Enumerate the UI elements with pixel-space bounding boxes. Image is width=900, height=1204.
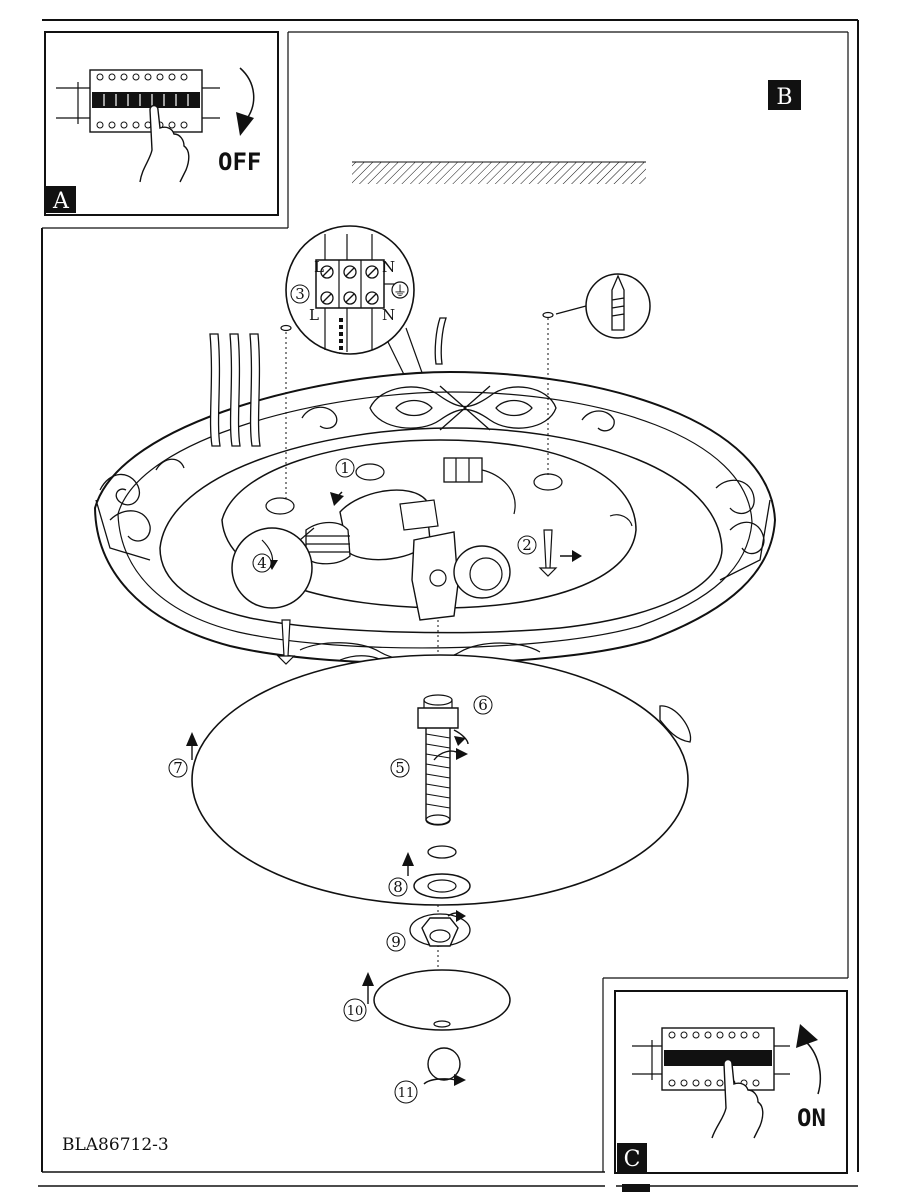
breaker-box-icon [56,69,220,133]
panel-b-badge [768,80,801,110]
terminal-label-n-bottom: N [382,306,395,324]
terminal-block-icon [315,234,398,354]
step-badge-8: 8 [388,877,408,897]
outer-frame [38,19,859,1192]
panel-a-badge [46,186,76,213]
ornament-top [301,385,615,432]
svg-text:1: 1 [340,459,350,477]
wall-plug-icon [611,274,625,331]
svg-text:11: 11 [398,1086,415,1101]
wall-plug-callout [280,273,651,339]
panel-c-badge [617,1143,647,1173]
switch-off-arrow-icon [239,67,255,121]
svg-text:10: 10 [347,1004,364,1019]
step-badge-3: 3 [290,284,310,304]
svg-text:8: 8 [393,878,403,896]
motion-arrowheads [186,732,468,1086]
cap-nut-9-icon [409,913,471,947]
panel-a-letter: A [52,189,70,214]
panel-b: B [768,80,801,110]
supply-wires [209,317,447,447]
switch-on-arrow-icon [803,1039,822,1095]
svg-text:2: 2 [522,536,532,554]
svg-text:6: 6 [478,696,488,714]
breaker-box-on-icon [632,1027,790,1091]
svg-text:5: 5 [395,759,405,777]
panel-b-letter: B [776,85,792,110]
base-connector-icon [443,457,516,515]
step-badge-4: 4 [252,553,272,573]
step-badge-5: 5 [390,758,410,778]
panel-a: OFF A [44,31,279,216]
terminal-block-callout: L N L N ⏚ [285,225,453,459]
earth-ground-icon: ⏚ [393,284,407,300]
step-badge-9: 9 [386,932,406,952]
hand-icon [139,104,190,183]
panel-c: ON C [614,990,848,1174]
svg-text:9: 9 [391,933,401,951]
screw-right-icon [538,529,558,577]
document-code: BLA86712-3 [62,1135,169,1155]
step-badge-2: 2 [517,535,537,555]
step-badge-11: 11 [394,1080,418,1104]
ornament-left [95,458,185,561]
svg-text:4: 4 [257,554,267,572]
ornament-right [715,479,771,581]
step-badge-7: 7 [168,758,188,778]
terminal-label-l-top: L [314,258,324,276]
lamp-base [93,317,777,1020]
step-badge-1: 1 [335,458,355,478]
center-bracket-icon [411,531,511,621]
small-shade-icon [373,969,511,1031]
hand-on-icon [711,1058,764,1139]
step-badge-10: 10 [343,998,367,1022]
screw-left-icon [276,619,296,665]
washer-8-icon [413,845,471,899]
terminal-label-n-top: N [382,258,395,276]
svg-text:3: 3 [295,285,305,303]
threaded-rod-icon [417,694,459,826]
step-badge-6: 6 [473,695,493,715]
panel-c-letter: C [624,1147,641,1172]
lamp-socket-icon [305,489,439,565]
terminal-label-l-bottom: L [309,306,319,324]
switch-off-label: OFF [218,148,261,176]
finial-ball-icon [427,1047,461,1081]
switch-on-label: ON [797,1104,826,1132]
ceiling-hatch [352,161,646,184]
svg-text:7: 7 [173,759,183,777]
step-numbers: 1 2 3 4 5 6 7 8 [168,284,537,1104]
